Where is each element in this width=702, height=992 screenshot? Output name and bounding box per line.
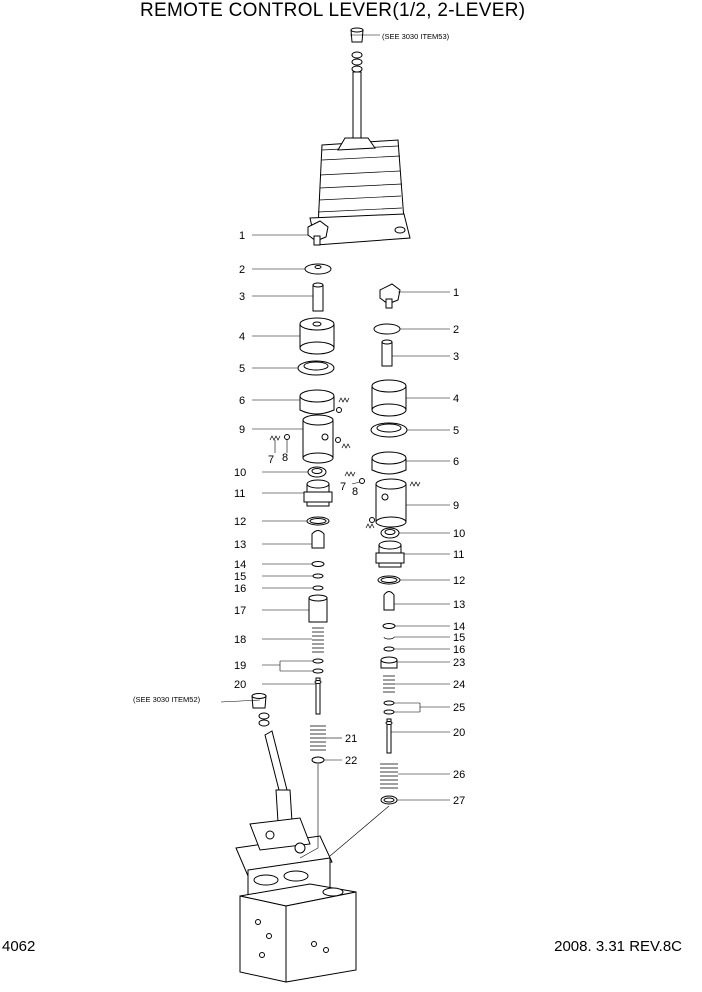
callout-right-20: 20 [453,727,465,739]
callout-left-20: 20 [234,679,246,691]
callout-right-2: 2 [453,324,459,336]
callout-right-9: 9 [453,500,459,512]
left-callout-labels: 1 2 3 4 5 6 9 7 8 10 11 12 13 14 15 16 1… [234,230,357,767]
callout-left-19: 19 [234,660,246,672]
left-column-parts [269,220,351,764]
callout-left-3: 3 [239,291,245,303]
callout-left-2: 2 [239,264,245,276]
callout-left-18: 18 [234,634,246,646]
valve-body-base [235,817,357,983]
callout-right-5: 5 [453,425,459,437]
callout-left-9: 9 [239,424,245,436]
callout-right-13: 13 [453,599,465,611]
callout-left-14: 14 [234,559,246,571]
callout-right-4: 4 [453,393,459,405]
callout-right-11: 11 [453,549,464,561]
note-left: (SEE 3030 ITEM52) [133,695,201,704]
note-top: (SEE 3030 ITEM53) [382,32,450,41]
callout-left-12: 12 [234,516,246,528]
callout-right-23: 23 [453,657,465,669]
callout-right-16: 16 [453,644,465,656]
callout-left-8: 8 [282,452,288,464]
callout-right-25: 25 [453,702,465,714]
callout-right-14: 14 [453,621,465,633]
callout-left-13: 13 [234,539,246,551]
leader-lines [220,34,450,859]
callout-left-11: 11 [234,488,245,500]
right-callout-labels: 1 2 3 4 5 6 7 8 9 10 11 12 13 14 15 16 2… [340,287,465,807]
callout-right-8: 8 [352,486,358,498]
lower-lever-assembly [251,693,293,823]
page-number: 4062 [2,938,36,955]
callout-right-3: 3 [453,351,459,363]
callout-left-21: 21 [345,733,357,745]
callout-right-12: 12 [453,575,465,587]
callout-right-7: 7 [340,481,346,493]
callout-right-26: 26 [453,769,465,781]
callout-left-22: 22 [345,755,357,767]
callout-right-6: 6 [453,456,459,468]
right-column-parts [344,283,421,805]
callout-left-6: 6 [239,395,245,407]
callout-left-17: 17 [234,605,246,617]
callout-right-27: 27 [453,795,465,807]
callout-left-16: 16 [234,583,246,595]
callout-right-1: 1 [453,287,459,299]
callout-left-7: 7 [268,454,274,466]
callout-right-24: 24 [453,679,465,691]
callout-right-10: 10 [453,528,465,540]
callout-left-4: 4 [239,331,245,343]
callout-left-1: 1 [239,230,245,242]
callout-left-15: 15 [234,571,246,583]
callout-left-5: 5 [239,363,245,375]
page-title: REMOTE CONTROL LEVER(1/2, 2-LEVER) [140,0,526,21]
revision-date: 2008. 3.31 REV.8C [554,938,682,955]
callout-left-10: 10 [234,467,246,479]
callout-right-15: 15 [453,632,465,644]
top-lever-assembly [309,27,411,246]
